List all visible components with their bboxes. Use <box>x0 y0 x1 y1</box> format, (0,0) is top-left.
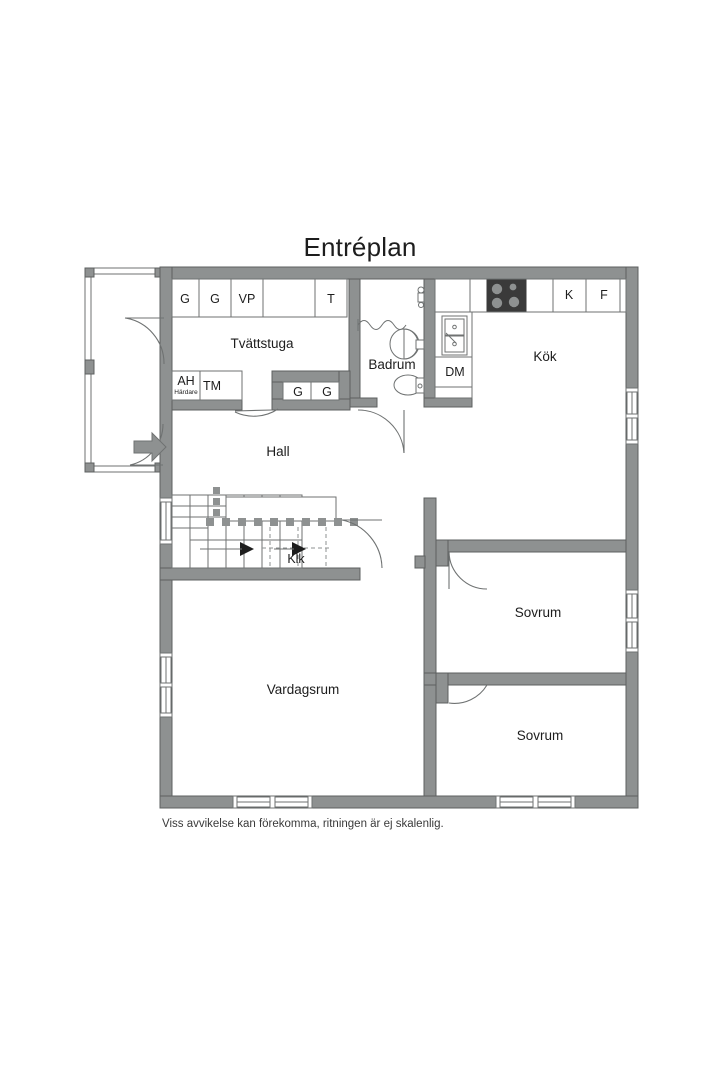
page-title: Entréplan <box>303 232 417 262</box>
entry-arrow-icon <box>133 431 167 463</box>
cabinet-label-ah-sub: Härdare <box>174 389 198 396</box>
disclaimer-text: Viss avvikelse kan förekomma, ritningen … <box>162 818 444 830</box>
room-label-vardagsrum: Vardagsrum <box>267 682 340 697</box>
room-labels: Tvättstuga Hall Badrum Kök Vardagsrum So… <box>230 336 563 743</box>
doors <box>124 317 488 704</box>
appliance-label-k: K <box>565 288 574 302</box>
room-label-hall: Hall <box>266 444 289 459</box>
appliance-label-dm: DM <box>445 365 464 379</box>
windows <box>159 387 639 809</box>
cabinet-label-vp: VP <box>239 292 256 306</box>
room-label-sovrum-2: Sovrum <box>517 728 564 743</box>
kitchen-units <box>434 278 627 399</box>
cabinet-label-g-3: G <box>293 385 303 399</box>
laundry-cabinets <box>171 278 348 318</box>
cabinet-label-t: T <box>327 292 335 306</box>
room-label-tvattstuga: Tvättstuga <box>230 336 294 351</box>
cabinet-label-g-2: G <box>210 292 220 306</box>
bathroom-fixtures <box>357 286 425 396</box>
hall-cabinets <box>282 381 340 401</box>
room-label-sovrum-1: Sovrum <box>515 605 562 620</box>
cabinet-label-g-4: G <box>322 385 332 399</box>
appliance-label-f: F <box>600 288 608 302</box>
room-label-kok: Kök <box>533 349 557 364</box>
staircase <box>171 487 358 569</box>
closet-label-klk: Klk <box>287 552 305 566</box>
interior-walls <box>159 278 627 797</box>
cabinet-label-g-1: G <box>180 292 190 306</box>
room-label-badrum: Badrum <box>368 357 415 372</box>
cabinet-labels: G G VP T AH Härdare TM G G DM K F Klk <box>174 288 608 566</box>
cabinet-label-tm: TM <box>203 379 221 393</box>
laundry-appliances <box>171 370 243 401</box>
entry-porch <box>84 267 165 473</box>
cabinet-label-ah: AH <box>177 374 194 388</box>
